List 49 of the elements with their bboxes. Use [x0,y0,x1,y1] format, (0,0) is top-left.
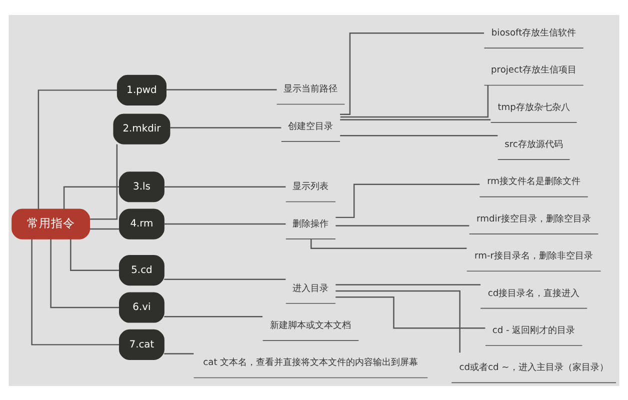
connector [340,134,498,136]
node-box: 5.cd [119,254,164,286]
connector [164,186,286,187]
node-text: biosoft存放生信软件 [491,28,576,38]
node-text: 新建脚本或文本文档 [270,320,352,330]
node-box: 2.mkdir [113,113,170,144]
node-text: 创建空目录 [288,121,334,132]
connector [170,126,282,128]
connector [164,352,194,354]
connector [164,222,286,224]
node-text: cd - 返回刚才的目录 [492,325,576,336]
node-box: 7.cat [119,328,164,360]
node-box: 3.ls [119,171,164,202]
node-box: 4.rm [119,208,164,239]
connector [336,224,470,226]
connector [31,238,120,345]
connector [336,290,460,352]
node-text: rm接文件名是删除文件 [487,176,580,187]
connector [70,238,120,270]
connector [90,144,118,220]
connector [90,228,120,230]
connector [310,238,467,249]
connector [63,186,120,209]
node-text: 进入目录 [292,283,329,294]
node-text: rm-r接目录名，删除非空目录 [474,251,594,262]
node-text: cd接目录名，直接进入 [488,288,580,298]
node-text: cat 文本名，查看并直接将文本文件的内容输出到屏幕 [203,358,418,368]
connector [166,88,277,90]
connector [164,315,262,317]
node-text: tmp存放杂七杂八 [498,102,570,112]
connector [336,284,480,285]
node-text: project存放生信项目 [491,65,577,76]
connector [340,118,491,120]
connector [164,278,286,280]
node-text: rmdir接空目录，删除空目录 [476,214,592,224]
node-text: 删除操作 [292,218,329,229]
connector [336,183,480,218]
connector [336,296,486,328]
node-text: 显示当前路径 [284,84,338,94]
node-text: src存放源代码 [504,140,563,150]
node-box: 常用指令 [12,208,90,239]
node-box: 1.pwd [116,74,166,105]
connector [340,32,484,114]
connector [50,238,120,308]
node-text: 显示列表 [292,182,329,192]
connector [340,84,489,118]
node-box: 6.vi [119,292,164,322]
node-text: cd或者cd ~，进入主目录（家目录） [459,362,608,373]
connector [38,89,118,208]
